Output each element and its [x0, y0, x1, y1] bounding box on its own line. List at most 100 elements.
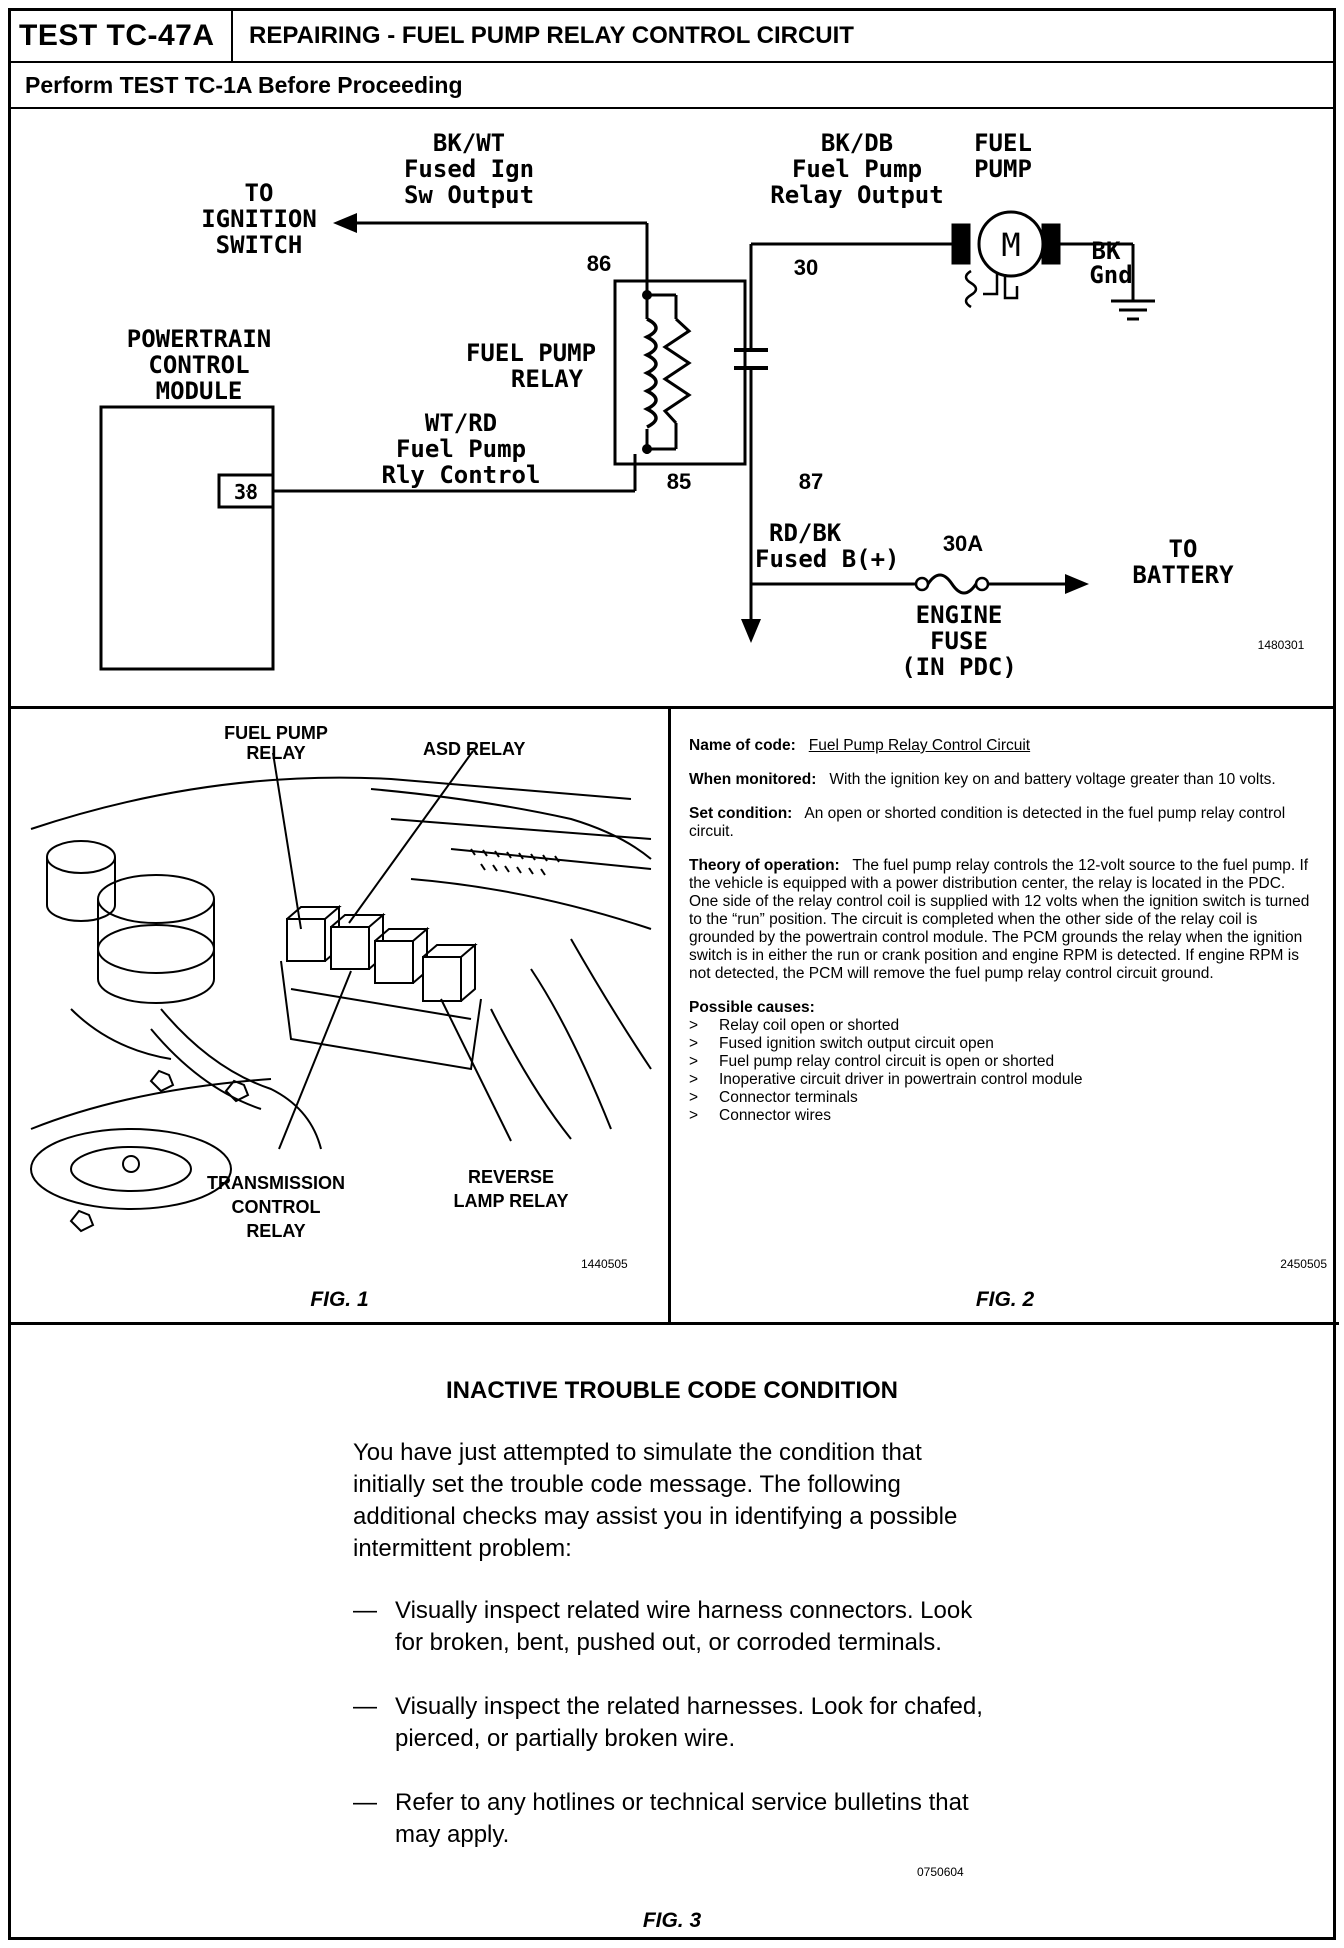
to-ignition-label-1: TO [245, 179, 274, 207]
label-transmission-control-relay: TRANSMISSION CONTROL RELAY [181, 1171, 371, 1243]
list-item: Fuel pump relay control circuit is open … [689, 1053, 1315, 1071]
wtrd-color-label: WT/RD [425, 409, 497, 437]
bkdb-desc1-label: Fuel Pump [792, 155, 922, 183]
monitored-row: When monitored: With the ignition key on… [689, 771, 1315, 789]
pcm-label-2: CONTROL [148, 351, 249, 379]
bkwt-color-label: BK/WT [433, 129, 505, 157]
label-fuel-pump-relay: FUEL PUMP RELAY [211, 723, 341, 763]
monitored-label: When monitored: [689, 771, 817, 788]
page-frame: TEST TC-47A REPAIRING - FUEL PUMP RELAY … [8, 8, 1339, 1943]
check-item: — Refer to any hotlines or technical ser… [353, 1787, 993, 1851]
pcm-label-1: POWERTRAIN [127, 325, 272, 353]
theory-label: Theory of operation: [689, 857, 840, 874]
fig3-code: 0750604 [917, 1865, 964, 1879]
wiring-schematic: BK/WT Fused Ign Sw Output TO IGNITION SW… [99, 129, 1305, 681]
fig3-panel: INACTIVE TROUBLE CODE CONDITION You have… [11, 1325, 1333, 1943]
dash-bullet: — [353, 1693, 377, 1720]
pin-85-label: 85 [667, 469, 691, 494]
fig1-code: 1440505 [581, 1257, 628, 1271]
fuse-label-1: ENGINE [916, 601, 1003, 629]
bkdb-desc2-label: Relay Output [770, 181, 943, 209]
fig3-heading: INACTIVE TROUBLE CODE CONDITION [445, 1377, 898, 1404]
check-text: Visually inspect related wire harness co… [395, 1597, 973, 1656]
monitored-value: With the ignition key on and battery vol… [829, 771, 1276, 788]
relay-resistor [662, 317, 692, 425]
check-item: — Visually inspect related wire harness … [353, 1595, 993, 1659]
check-item: — Visually inspect the related harnesses… [353, 1691, 993, 1755]
to-battery-label-1: TO [1169, 535, 1198, 563]
theory-row: Theory of operation: The fuel pump relay… [689, 857, 1315, 983]
label-reverse-line2: LAMP RELAY [453, 1191, 569, 1211]
pcm-label-3: MODULE [156, 377, 243, 405]
fig2-code: 2450505 [1280, 1257, 1327, 1271]
header-bar: TEST TC-47A REPAIRING - FUEL PUMP RELAY … [11, 11, 1333, 63]
list-item: Inoperative circuit driver in powertrain… [689, 1071, 1315, 1089]
pin-30-label: 30 [794, 255, 818, 280]
relay-coil [643, 317, 658, 429]
to-ignition-label-2: IGNITION [201, 205, 317, 233]
engine-fuse [926, 573, 978, 595]
list-item: Connector terminals [689, 1089, 1315, 1107]
causes-label: Possible causes: [689, 999, 815, 1016]
fig1-panel: FUEL PUMP RELAY ASD RELAY TRANSMISSION C… [11, 709, 671, 1325]
fig3-intro: You have just attempted to simulate the … [353, 1439, 958, 1562]
ground-color-label: BK [1092, 237, 1121, 265]
set-condition-value: An open or shorted condition is detected… [689, 805, 1286, 840]
arrow-to-battery [1065, 574, 1089, 594]
set-condition-row: Set condition: An open or shorted condit… [689, 805, 1315, 841]
fig1-caption: FIG. 1 [310, 1288, 369, 1311]
pcm-box [99, 405, 275, 671]
check-text: Refer to any hotlines or technical servi… [395, 1789, 969, 1848]
check-text: Visually inspect the related harnesses. … [395, 1693, 983, 1752]
rdbk-color-label: RD/BK [769, 519, 842, 547]
label-asd-relay: ASD RELAY [423, 739, 526, 759]
engine-bay-illustration [30, 750, 652, 1233]
label-trans-line3: RELAY [246, 1221, 306, 1241]
fuse-label-3: (IN PDC) [901, 653, 1017, 681]
arrow-down [741, 619, 761, 643]
code-name-row: Name of code: Fuel Pump Relay Control Ci… [689, 737, 1315, 755]
prerequisite-note: Perform TEST TC-1A Before Proceeding [11, 63, 1333, 109]
fig3-body: You have just attempted to simulate the … [353, 1437, 993, 1883]
fuel-pump-label-1: FUEL [974, 129, 1032, 157]
fig2-panel: Name of code: Fuel Pump Relay Control Ci… [671, 709, 1339, 1325]
fuse-rating-label: 30A [943, 531, 983, 556]
list-item: Fused ignition switch output circuit ope… [689, 1035, 1315, 1053]
wtrd-desc1-label: Fuel Pump [396, 435, 526, 463]
set-condition-label: Set condition: [689, 805, 793, 822]
test-id: TEST TC-47A [11, 11, 233, 61]
label-fuel-pump-relay-line1: FUEL PUMP [224, 723, 328, 743]
fig2-caption: FIG. 2 [975, 1288, 1035, 1311]
fig3-caption: FIG. 3 [642, 1909, 702, 1932]
pcm-pin-label: 38 [234, 480, 258, 504]
dash-bullet: — [353, 1789, 377, 1816]
to-ignition-label-3: SWITCH [216, 231, 303, 259]
label-reverse-lamp-relay: REVERSE LAMP RELAY [431, 1165, 591, 1213]
theory-value: The fuel pump relay controls the 12-volt… [689, 857, 1310, 982]
label-reverse-line1: REVERSE [467, 1167, 555, 1187]
pin-87-label: 87 [799, 469, 823, 494]
page-title: REPAIRING - FUEL PUMP RELAY CONTROL CIRC… [249, 22, 854, 49]
causes-section: Possible causes: Relay coil open or shor… [689, 999, 1315, 1125]
relay-box [613, 279, 747, 466]
rdbk-desc-label: Fused B(+) [755, 545, 900, 573]
schematic-code: 1480301 [1258, 638, 1305, 652]
schematic-panel: BK/WT Fused Ign Sw Output TO IGNITION SW… [11, 109, 1333, 709]
relay-label-1: FUEL PUMP [466, 339, 596, 367]
ground-desc-label: Gnd [1089, 261, 1132, 289]
bkdb-color-label: BK/DB [821, 129, 893, 157]
to-battery-label-2: BATTERY [1132, 561, 1234, 589]
list-item: Connector wires [689, 1107, 1315, 1125]
label-trans-line1: TRANSMISSION [206, 1173, 345, 1193]
dash-bullet: — [353, 1597, 377, 1624]
code-name-value: Fuel Pump Relay Control Circuit [808, 737, 1031, 754]
fuel-pump-label-2: PUMP [974, 155, 1032, 183]
motor-symbol: M [1001, 226, 1020, 264]
fuse-label-2: FUSE [930, 627, 988, 655]
bkwt-desc1-label: Fused Ign [404, 155, 534, 183]
arrow-to-ignition [333, 213, 357, 233]
wtrd-desc2-label: Rly Control [382, 461, 541, 489]
causes-list: Relay coil open or shorted Fused ignitio… [689, 1017, 1315, 1125]
list-item: Relay coil open or shorted [689, 1017, 1315, 1035]
code-name-label: Name of code: [689, 737, 796, 754]
